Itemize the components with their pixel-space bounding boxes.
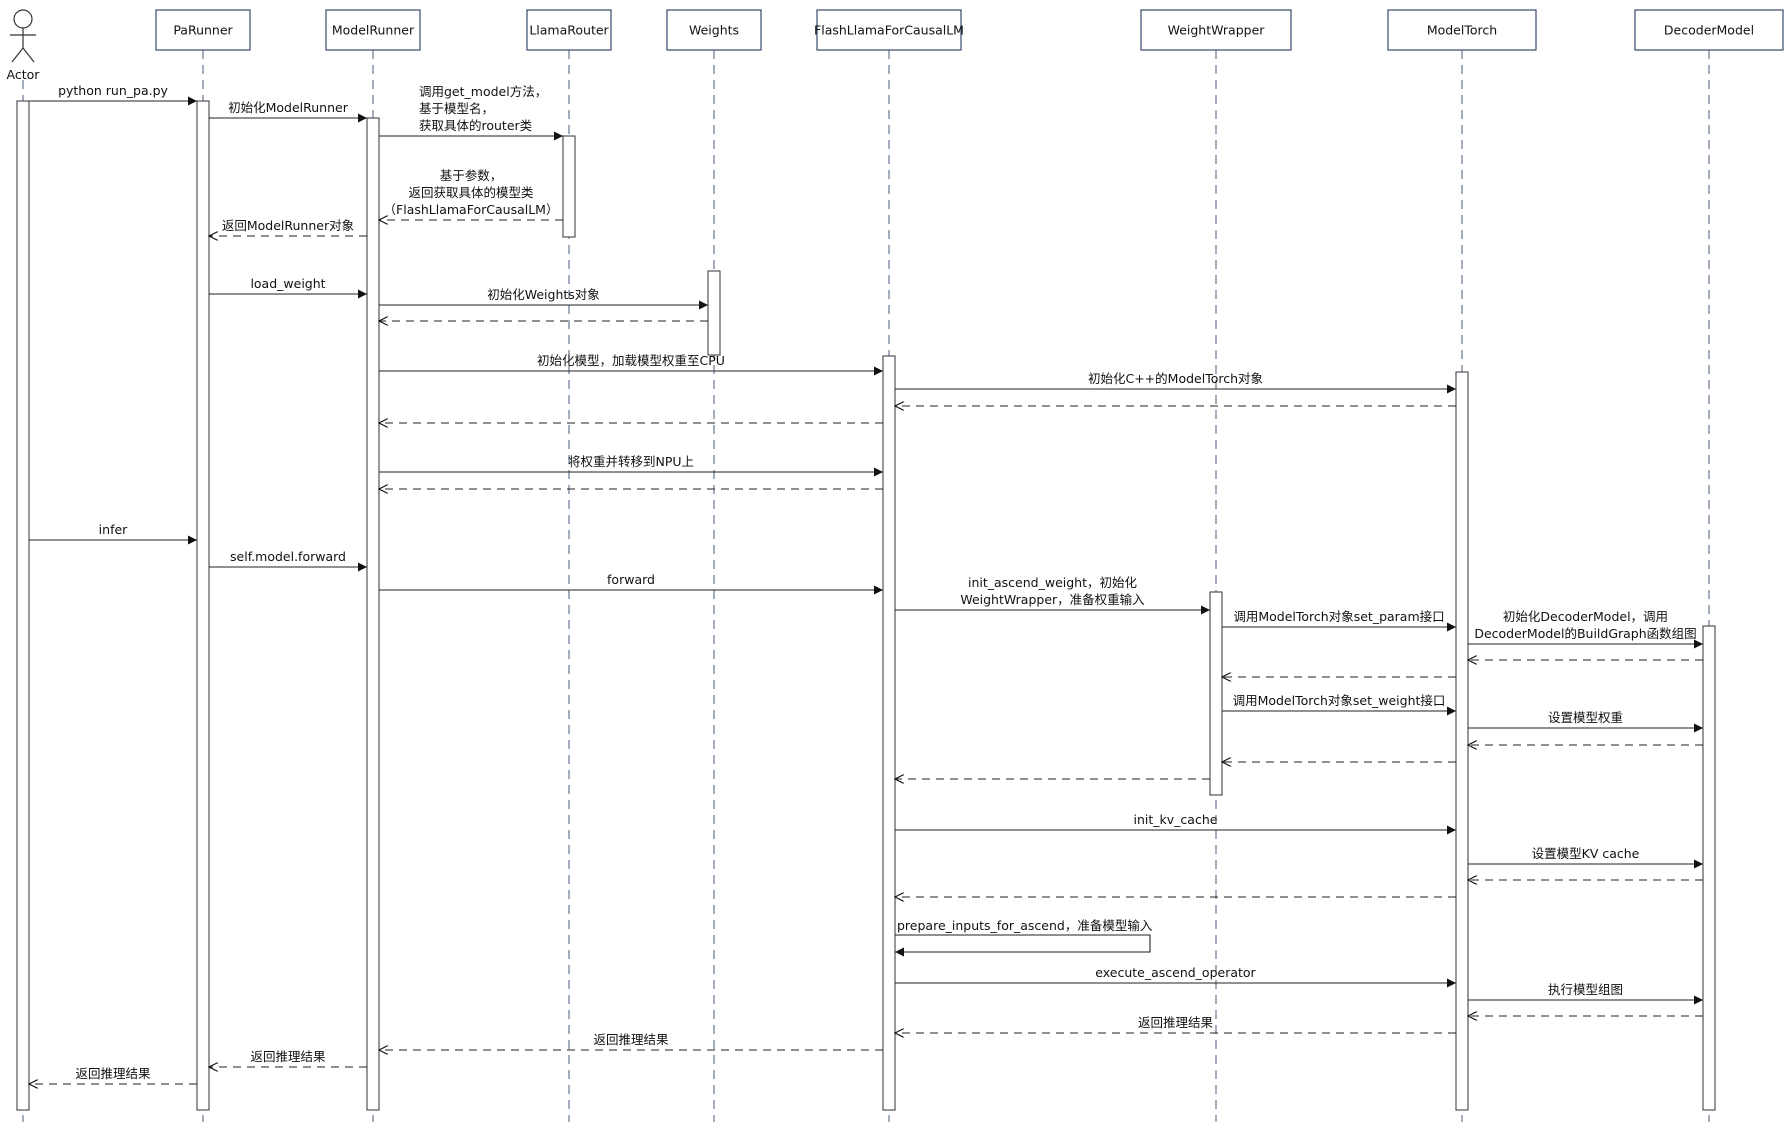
activation-bar-flashllama bbox=[882, 355, 896, 1111]
participant-label: LlamaRouter bbox=[529, 23, 609, 38]
message-label: 执行模型组图 bbox=[1548, 982, 1623, 997]
participant-flashllama: FlashLlamaForCausalLM bbox=[814, 9, 964, 51]
message-label: 初始化C++的ModelTorch对象 bbox=[1088, 371, 1263, 386]
message-call: 初始化Weights对象 bbox=[379, 287, 708, 310]
message-call: 设置模型KV cache bbox=[1468, 846, 1703, 869]
message-call: init_ascend_weight，初始化 WeightWrapper，准备权重… bbox=[895, 575, 1210, 615]
message-label: 获取具体的router类 bbox=[419, 118, 533, 133]
participant-box bbox=[325, 9, 421, 51]
participant-modelrunner: ModelRunner bbox=[325, 9, 421, 51]
participant-label: ModelTorch bbox=[1427, 23, 1497, 38]
participant-label: WeightWrapper bbox=[1168, 23, 1266, 38]
message-return: 返回ModelRunner对象 bbox=[209, 218, 367, 236]
participant-label: FlashLlamaForCausalLM bbox=[814, 23, 964, 38]
message-label: 返回获取具体的模型类 bbox=[408, 185, 534, 200]
message-call: 将权重并转移到NPU上 bbox=[379, 454, 883, 477]
participant-label: ModelRunner bbox=[332, 23, 415, 38]
message-label: 基于参数， bbox=[440, 168, 503, 183]
message-call: infer bbox=[29, 522, 197, 545]
message-label: 初始化DecoderModel，调用 bbox=[1503, 609, 1668, 624]
message-call: 初始化ModelRunner bbox=[209, 100, 367, 123]
message-call: execute_ascend_operator bbox=[895, 965, 1456, 988]
message-call: forward bbox=[379, 572, 883, 595]
message-call: 调用ModelTorch对象set_weight接口 bbox=[1222, 693, 1456, 716]
message-label: python run_pa.py bbox=[58, 83, 168, 98]
message-label: 初始化ModelRunner bbox=[228, 100, 349, 115]
message-label: execute_ascend_operator bbox=[1095, 965, 1256, 980]
message-label: 基于模型名， bbox=[419, 101, 494, 116]
message-return: 返回推理结果 bbox=[209, 1049, 367, 1067]
message-call: 执行模型组图 bbox=[1468, 982, 1703, 1005]
message-call: 初始化DecoderModel，调用 DecoderModel的BuildGrap… bbox=[1468, 609, 1703, 649]
activation-bar-weightwrapper bbox=[1209, 591, 1223, 796]
activation-bar-llamarouter bbox=[562, 135, 576, 238]
activation-bar-decodermodel bbox=[1702, 625, 1716, 1111]
participant-box bbox=[155, 9, 251, 51]
activation-bar-modeltorch bbox=[1455, 371, 1469, 1111]
participant-weights: Weights bbox=[666, 9, 762, 51]
message-label: 返回推理结果 bbox=[250, 1049, 326, 1064]
message-label: self.model.forward bbox=[230, 549, 346, 564]
message-call: self.model.forward bbox=[209, 549, 367, 572]
participant-box bbox=[666, 9, 762, 51]
activation-bar-weights bbox=[707, 270, 721, 356]
message-label: init_ascend_weight，初始化 bbox=[968, 575, 1138, 590]
message-return: 返回推理结果 bbox=[379, 1032, 883, 1050]
message-self: prepare_inputs_for_ascend，准备模型输入 bbox=[895, 918, 1153, 957]
message-return: 返回推理结果 bbox=[895, 1015, 1456, 1033]
message-arrow bbox=[895, 934, 1151, 957]
participant-box bbox=[526, 9, 612, 51]
participant-label: Weights bbox=[689, 23, 739, 38]
message-call: 调用get_model方法， 基于模型名， 获取具体的router类 bbox=[379, 84, 563, 141]
participant-parunner: PaRunner bbox=[155, 9, 251, 51]
participant-box bbox=[1387, 9, 1537, 51]
message-call: 初始化模型，加载模型权重至CPU bbox=[379, 353, 883, 376]
message-call: init_kv_cache bbox=[895, 812, 1456, 835]
message-label: （FlashLlamaForCausalLM） bbox=[384, 202, 559, 217]
participant-label: PaRunner bbox=[173, 23, 233, 38]
message-label: 设置模型权重 bbox=[1548, 710, 1623, 725]
participant-box bbox=[1140, 9, 1292, 51]
message-label: 返回ModelRunner对象 bbox=[222, 218, 354, 233]
message-label: 调用ModelTorch对象set_param接口 bbox=[1233, 609, 1444, 624]
message-label: 设置模型KV cache bbox=[1532, 846, 1640, 861]
message-label: init_kv_cache bbox=[1134, 812, 1218, 827]
participant-weightwrapper: WeightWrapper bbox=[1140, 9, 1292, 51]
activation-bar-modelrunner bbox=[366, 117, 380, 1111]
participant-label: Actor bbox=[7, 67, 41, 82]
message-label: load_weight bbox=[250, 276, 325, 291]
message-call: python run_pa.py bbox=[29, 83, 197, 106]
participant-modeltorch: ModelTorch bbox=[1387, 9, 1537, 51]
message-call: 调用ModelTorch对象set_param接口 bbox=[1222, 609, 1456, 632]
message-return: 基于参数， 返回获取具体的模型类 （FlashLlamaForCausalLM） bbox=[379, 168, 563, 220]
message-call: 初始化C++的ModelTorch对象 bbox=[895, 371, 1456, 394]
message-label: 调用ModelTorch对象set_weight接口 bbox=[1233, 693, 1446, 708]
message-call: 设置模型权重 bbox=[1468, 710, 1703, 733]
message-label: 返回推理结果 bbox=[75, 1066, 151, 1081]
participant-decodermodel: DecoderModel bbox=[1634, 9, 1784, 51]
message-label: forward bbox=[607, 572, 655, 587]
actor-figure-icon bbox=[10, 9, 36, 63]
message-label: DecoderModel的BuildGraph函数组图 bbox=[1474, 626, 1696, 641]
message-label: WeightWrapper，准备权重输入 bbox=[960, 592, 1145, 607]
message-label: 初始化模型，加载模型权重至CPU bbox=[537, 353, 725, 368]
participant-actor: Actor bbox=[7, 9, 41, 82]
message-label: prepare_inputs_for_ascend，准备模型输入 bbox=[897, 918, 1153, 933]
participant-llamarouter: LlamaRouter bbox=[526, 9, 612, 51]
participant-label: DecoderModel bbox=[1664, 23, 1754, 38]
activation-bar-actor bbox=[16, 100, 30, 1111]
participant-box bbox=[1634, 9, 1784, 51]
message-label: 初始化Weights对象 bbox=[487, 287, 600, 302]
message-label: 调用get_model方法， bbox=[419, 84, 547, 99]
message-label: 将权重并转移到NPU上 bbox=[568, 454, 694, 469]
message-call: load_weight bbox=[209, 276, 367, 299]
participant-box bbox=[816, 9, 962, 51]
activation-bar-parunner bbox=[196, 100, 210, 1111]
message-label: 返回推理结果 bbox=[593, 1032, 669, 1047]
message-label: 返回推理结果 bbox=[1138, 1015, 1214, 1030]
message-return: 返回推理结果 bbox=[29, 1066, 197, 1084]
message-label: infer bbox=[99, 522, 128, 537]
